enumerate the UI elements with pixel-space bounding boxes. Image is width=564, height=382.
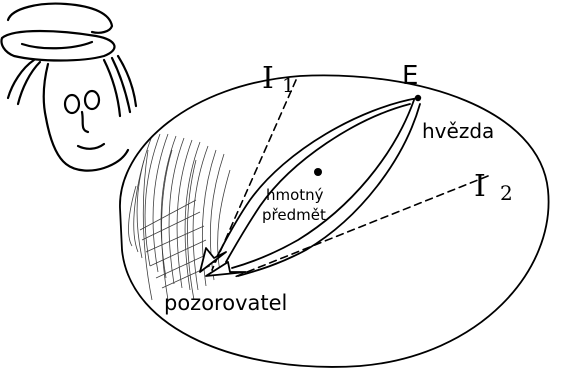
hair-strand bbox=[18, 62, 40, 104]
image-1-label: I bbox=[262, 61, 274, 96]
mouth bbox=[78, 144, 104, 149]
image-2-subscript: 2 bbox=[500, 181, 513, 205]
observer-character-illustration bbox=[2, 4, 137, 171]
apparent-direction-lines bbox=[212, 80, 488, 278]
face-outline bbox=[44, 64, 128, 171]
massive-object-point bbox=[314, 168, 322, 176]
hat-crown bbox=[8, 4, 112, 33]
star-point bbox=[415, 95, 421, 101]
star-label: hvězda bbox=[422, 119, 494, 143]
left-eye bbox=[65, 95, 79, 113]
massive-object-label-line2: předmět bbox=[262, 206, 326, 224]
observer-label: pozorovatel bbox=[164, 291, 287, 315]
right-eye bbox=[85, 91, 99, 109]
hat-band bbox=[22, 42, 92, 48]
star-mark-label: E bbox=[402, 61, 418, 91]
light-path-left-outer bbox=[214, 98, 418, 262]
image-1-subscript: 1 bbox=[282, 73, 295, 97]
hat-brim bbox=[2, 31, 115, 61]
light-path-left-inner bbox=[226, 104, 410, 262]
light-path-right-inner bbox=[232, 100, 414, 268]
nose bbox=[82, 112, 88, 132]
massive-object-label-line1: hmotný bbox=[266, 186, 324, 204]
image-2-label: I bbox=[474, 169, 486, 204]
